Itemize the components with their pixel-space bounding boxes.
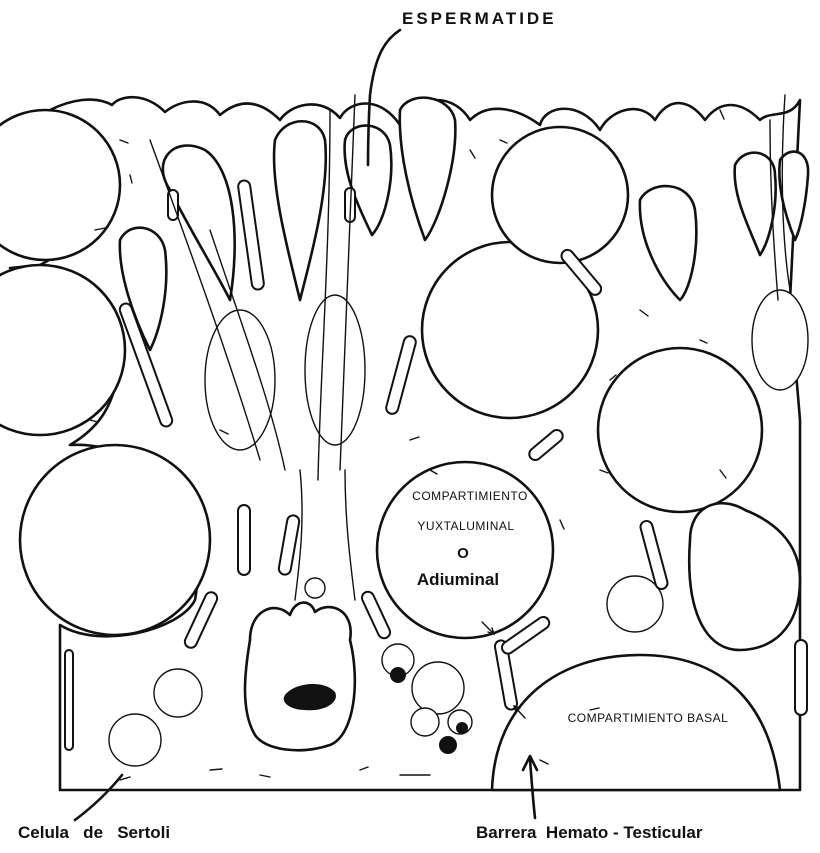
label-adluminal-4: Adiuminal — [417, 570, 499, 589]
cavity-left-low — [20, 445, 210, 635]
cavity-left-top — [0, 110, 120, 260]
vesicle — [305, 578, 325, 598]
vesicle — [412, 662, 464, 714]
vesicle — [607, 576, 663, 632]
spermatid-nucleus — [305, 295, 365, 445]
sertoli-nucleus — [245, 603, 355, 751]
germ-cell-nucleus — [689, 503, 800, 650]
label-basal: COMPARTIMIENTO BASAL — [568, 711, 729, 725]
spermatid-nucleus — [752, 290, 808, 390]
vesicle — [411, 708, 439, 736]
label-spermatid: ESPERMATIDE — [402, 9, 557, 28]
vesicle — [154, 669, 202, 717]
vesicle — [109, 714, 161, 766]
label-barrier: Barrera Hemato - Testicular — [476, 823, 703, 842]
label-sertoli: Celula de Sertoli — [18, 823, 170, 842]
label-adluminal-2: YUXTALUMINAL — [417, 519, 514, 533]
dense-body — [390, 667, 406, 683]
dense-body — [456, 722, 468, 734]
cavity-right-mid — [598, 348, 762, 512]
label-adluminal-3: O — [457, 545, 469, 562]
spermatid-nucleus — [205, 310, 275, 450]
pointer-sertoli — [75, 775, 122, 820]
cavity-right-upper — [492, 127, 628, 263]
label-adluminal-1: COMPARTIMIENTO — [412, 489, 528, 503]
dense-body — [439, 736, 457, 754]
